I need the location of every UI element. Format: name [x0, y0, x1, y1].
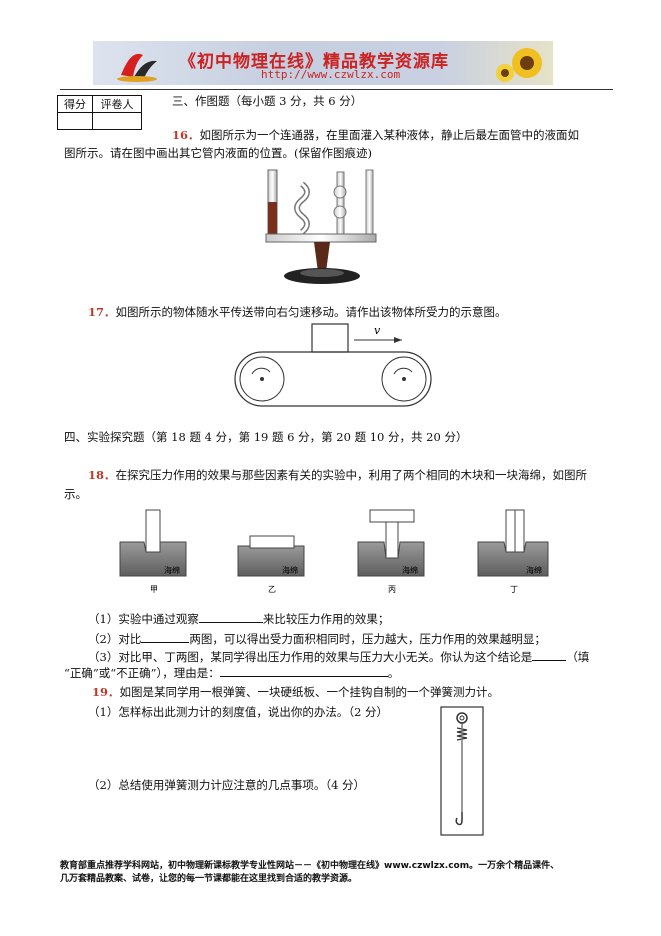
spring — [456, 727, 468, 741]
score-cell — [57, 112, 93, 130]
section4-heading: 四、实验探究题（第 18 题 4 分，第 19 题 6 分，第 20 题 10 … — [64, 430, 468, 444]
q18-text-1: 在探究压力作用的效果与那些因素有关的实验中，利用了两个相同的木块和一块海绵，如图… — [115, 468, 588, 482]
q17-text: 如图所示的物体随水平传送带向右匀速移动。请作出该物体所受力的示意图。 — [115, 305, 507, 319]
q18-p2-b: 两图，可以得出受力面积相同时，压力越大，压力作用的效果越明显； — [189, 632, 546, 646]
site-logo — [117, 53, 157, 82]
q16-line2: 图所示。请在图中画出其它管内液面的位置。(保留作图痕迹) — [64, 146, 372, 160]
q19-part2: （2）总结使用弹簧测力计应注意的几点事项。（4 分） — [88, 778, 366, 792]
right-pulley — [381, 356, 427, 402]
connected-vessel-figure — [265, 169, 377, 284]
left-pulley — [239, 356, 285, 402]
q16-line1: 16．如图所示为一个连通器，在里面灌入某种液体，静止后最左面管中的液面如 — [172, 128, 579, 143]
q18-line2: 示。 — [64, 487, 87, 501]
q18-number: 18． — [88, 468, 116, 482]
caption-bing: 丙 — [388, 585, 396, 594]
q18-blank-2[interactable] — [141, 631, 190, 643]
footer-line-1: 教育部重点推荐学科网站，初中物理新课标教学专业性网站－－《初中物理在线》www.… — [60, 861, 560, 871]
q16-number: 16． — [172, 128, 200, 142]
conveyor-belt-figure: v — [234, 323, 432, 407]
q18-p1-a: （1）实验中通过观察 — [88, 612, 199, 626]
sponge-label-3: 海绵 — [402, 565, 418, 575]
q16-text-1: 如图所示为一个连通器，在里面灌入某种液体，静止后最左面管中的液面如 — [199, 128, 580, 142]
sponge-label-2: 海绵 — [282, 565, 298, 575]
footer-line-2: 几万套精品教案、试卷，让您的每一节课都能在这里找到合适的教学资源。 — [60, 874, 358, 884]
page-footer: 教育部重点推荐学科网站，初中物理新课标教学专业性网站－－《初中物理在线》www.… — [60, 860, 559, 886]
hook-icon — [455, 812, 463, 826]
q18-line1: 18．在探究压力作用的效果与那些因素有关的实验中，利用了两个相同的木块和一块海绵… — [88, 468, 587, 483]
header-banner: 《初中物理在线》精品教学资源库 http://www.czwlzx.com — [93, 41, 553, 85]
q18-p3-d: 。 — [387, 666, 400, 680]
caption-yi: 乙 — [268, 585, 276, 594]
score-table: 得分 评卷人 — [57, 95, 142, 130]
q17-number: 17． — [88, 305, 116, 319]
q19-line: 19．如图是某同学用一根弹簧、一块硬纸板、一个挂钩自制的一个弹簧测力计。 — [92, 685, 499, 700]
object-block — [311, 323, 349, 353]
q18-p3-b: （填 — [566, 650, 590, 664]
grader-cell-label: 评卷人 — [92, 95, 142, 113]
banner-title: 《初中物理在线》精品教学资源库 — [179, 52, 449, 72]
sponge-label-1: 海绵 — [164, 565, 180, 575]
caption-ding: 丁 — [510, 585, 518, 594]
caption-jia: 甲 — [150, 585, 158, 594]
q18-part1: （1）实验中通过观察 来比较压力作用的效果； — [88, 611, 389, 627]
q19-number: 19． — [92, 685, 120, 699]
q17-line: 17．如图所示的物体随水平传送带向右匀速移动。请作出该物体所受力的示意图。 — [88, 305, 507, 320]
q19-part1: （1）怎样标出此测力计的刻度值，说出你的办法。（2 分） — [88, 705, 389, 719]
q18-p3-a: （3）对比甲、丁两图，某同学得出压力作用的效果与压力大小无关。你认为这个结论是 — [88, 650, 533, 664]
sponge-experiment-figure: 海绵 海绵 海绵 海绵 甲 乙 丙 丁 — [119, 509, 549, 594]
q18-part2: （2）对比 两图，可以得出受力面积相同时，压力越大，压力作用的效果越明显； — [88, 631, 546, 647]
q19-text: 如图是某同学用一根弹簧、一块硬纸板、一个挂钩自制的一个弹簧测力计。 — [119, 685, 500, 699]
q18-blank-1[interactable] — [198, 611, 263, 623]
q18-blank-4[interactable] — [219, 665, 388, 677]
sponge-label-4: 海绵 — [526, 565, 542, 575]
banner-url: http://www.czwlzx.com — [261, 68, 401, 81]
velocity-label: v — [374, 324, 381, 337]
q18-part3-cont: “正确”或“不正确”），理由是： 。 — [64, 665, 399, 681]
q18-p2-a: （2）对比 — [88, 632, 142, 646]
score-cell-label: 得分 — [57, 95, 93, 113]
section3-heading: 三、作图题（每小题 3 分，共 6 分） — [172, 94, 363, 108]
grader-cell — [92, 112, 142, 130]
q18-blank-3[interactable] — [532, 649, 567, 661]
spring-scale-figure — [440, 706, 484, 836]
sunflower-image — [496, 48, 542, 82]
q18-p1-b: 来比较压力作用的效果； — [262, 612, 390, 626]
q18-p3-c: “正确”或“不正确”），理由是： — [64, 666, 220, 680]
header-rule — [60, 89, 613, 90]
q18-part3: （3）对比甲、丁两图，某同学得出压力作用的效果与压力大小无关。你认为这个结论是 （… — [88, 649, 589, 665]
